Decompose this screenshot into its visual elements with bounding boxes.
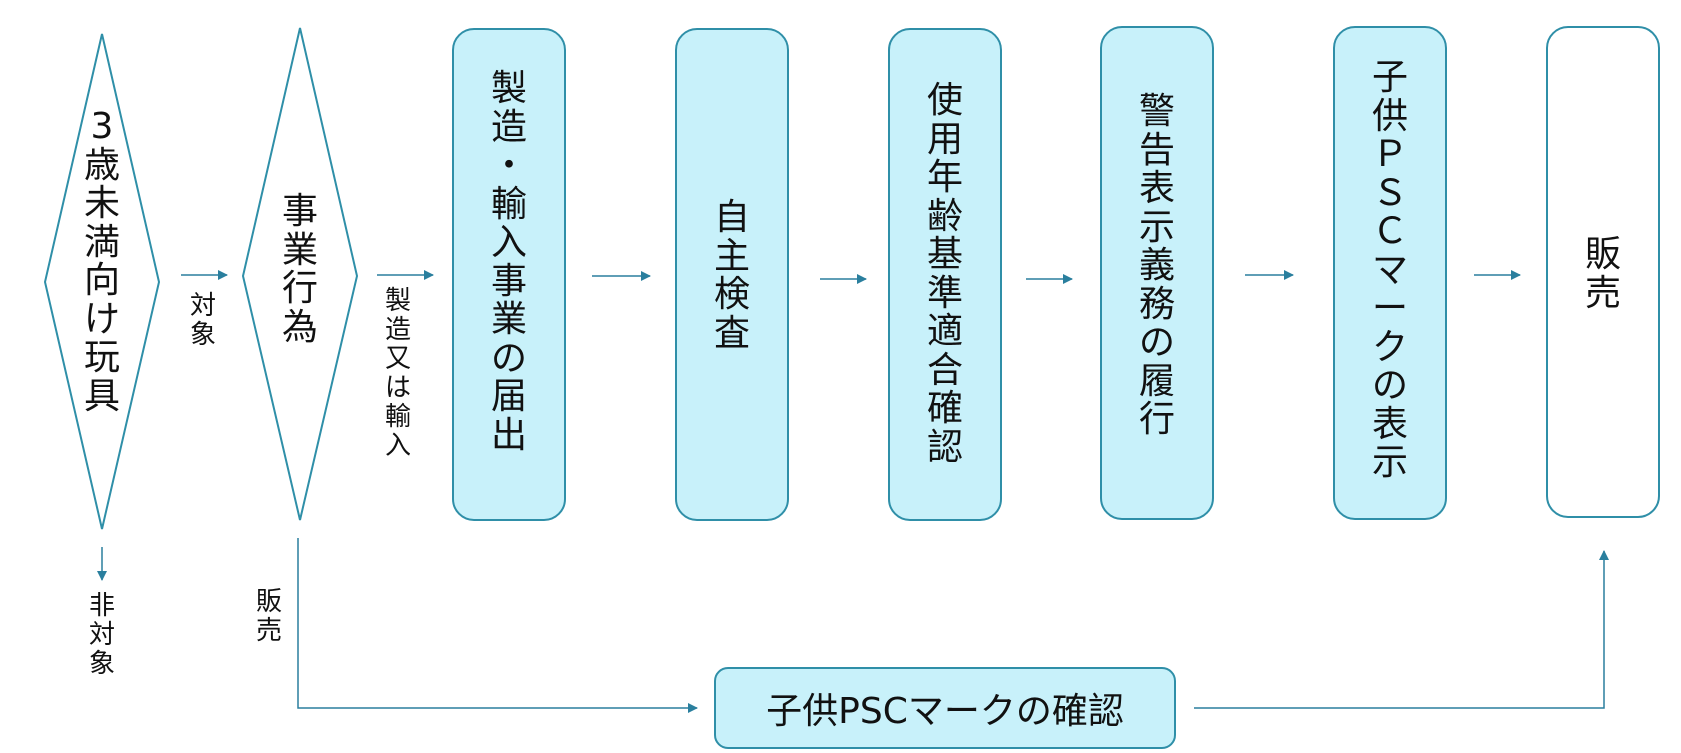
vertical-char: 業 (281, 229, 318, 271)
vertical-char: マ (1371, 249, 1408, 291)
vertical-char: 象 (189, 320, 216, 350)
vertical-char: 用 (926, 118, 963, 160)
vertical-char: 輸 (384, 402, 411, 432)
vertical-char: 事 (281, 191, 318, 232)
vertical-char: 示 (1138, 206, 1175, 248)
vertical-char: 準 (926, 272, 963, 314)
vertical-char: 業 (490, 299, 527, 340)
vertical-char: 適 (926, 311, 963, 352)
vertical-char: 告 (1138, 129, 1175, 171)
psc-mark-check-box: 子供PSCマークの確認 (714, 667, 1176, 749)
vertical-char: 齢 (926, 195, 963, 237)
vertical-char: ・ (490, 145, 527, 186)
vertical-char: 出 (490, 414, 527, 456)
step-warning-label: 警告表示義務の履行 (1137, 91, 1177, 440)
vertical-char: 検 (713, 274, 750, 315)
vertical-char: 入 (384, 431, 411, 461)
vertical-char: 製 (384, 286, 411, 316)
vertical-char: 具 (83, 375, 120, 417)
label-target: 対象 (188, 292, 218, 350)
decision-diamond-business-act (241, 27, 359, 521)
vertical-char: 対 (88, 620, 115, 650)
vertical-char: 造 (384, 315, 411, 345)
vertical-char: 対 (189, 291, 216, 321)
vertical-char: 歳 (83, 144, 120, 186)
vertical-char: 玩 (83, 337, 120, 378)
vertical-char: 向 (83, 260, 120, 301)
vertical-char: 表 (1371, 403, 1408, 445)
psc-mark-check-label: 子供PSCマークの確認 (766, 691, 1124, 732)
step-age-standard-box (888, 28, 1002, 521)
vertical-char: 示 (1371, 442, 1408, 483)
node-business-act: 事業行為 (280, 191, 320, 348)
vertical-char: 自 (713, 197, 750, 238)
vertical-char: 行 (281, 268, 318, 309)
vertical-char: 義 (1138, 245, 1175, 286)
vertical-char: ー (1371, 288, 1408, 329)
step-sale: 販売 (1583, 234, 1623, 314)
label-not-target: 非対象 (87, 592, 117, 679)
decision-diamond-target-toys (43, 33, 161, 530)
vertical-char: 務 (1138, 283, 1175, 325)
arrow-check-to-sale (1194, 550, 1609, 709)
vertical-char: 為 (281, 306, 318, 348)
vertical-char: 年 (926, 157, 963, 198)
vertical-char: 主 (713, 235, 750, 277)
vertical-char: 届 (490, 376, 527, 417)
vertical-char: 入 (490, 222, 527, 263)
step-notification-box (452, 28, 566, 521)
vertical-char: 販 (255, 587, 282, 617)
step-notification: 製造・輸入事業の届出 (489, 68, 529, 456)
vertical-char: 事 (490, 260, 527, 302)
vertical-char: 査 (713, 312, 750, 354)
vertical-char: ク (1371, 326, 1408, 368)
vertical-char: 基 (926, 234, 963, 275)
vertical-char: 造 (490, 106, 527, 148)
vertical-char: Ｃ (1371, 211, 1408, 252)
vertical-char: 未 (83, 183, 120, 224)
vertical-char: 合 (926, 349, 963, 391)
vertical-char: 売 (1584, 272, 1621, 314)
vertical-char: の (1371, 365, 1408, 406)
vertical-char: 非 (88, 591, 115, 621)
vertical-char: 警 (1138, 91, 1175, 132)
vertical-char: け (83, 298, 120, 340)
vertical-char: 子 (1371, 57, 1408, 98)
vertical-char: 満 (83, 221, 120, 263)
arrow-sale-path (297, 538, 698, 713)
vertical-char: 行 (1138, 399, 1175, 440)
vertical-char: Ｓ (1371, 172, 1408, 214)
vertical-char: 表 (1138, 168, 1175, 209)
label-manufacture-or-import: 製造又は輸入 (383, 287, 413, 461)
vertical-char: 履 (1138, 360, 1175, 402)
vertical-char: 供 (1371, 95, 1408, 137)
vertical-char: 売 (255, 616, 282, 646)
step-age-standard: 使用年齢基準適合確認 (925, 80, 965, 468)
step-warning-label-box (1100, 26, 1214, 520)
vertical-char: 輸 (490, 183, 527, 225)
vertical-char: の (1138, 322, 1175, 363)
vertical-char: 確 (926, 388, 963, 429)
step-self-inspection: 自主検査 (712, 197, 752, 354)
vertical-char: Ｐ (1371, 134, 1408, 175)
vertical-char: 認 (926, 426, 963, 468)
vertical-char: は (384, 373, 411, 403)
vertical-char: 象 (88, 649, 115, 679)
vertical-char: 製 (490, 68, 527, 109)
step-self-inspection-box (675, 28, 789, 521)
vertical-char: 使 (926, 80, 963, 121)
step-psc-mark-display-box (1333, 26, 1447, 520)
step-sale-box (1546, 26, 1660, 518)
vertical-char: の (490, 337, 527, 379)
vertical-char: 3 (90, 106, 114, 147)
label-sale: 販売 (254, 588, 284, 646)
vertical-char: 販 (1584, 234, 1621, 275)
vertical-char: 又 (384, 344, 411, 374)
